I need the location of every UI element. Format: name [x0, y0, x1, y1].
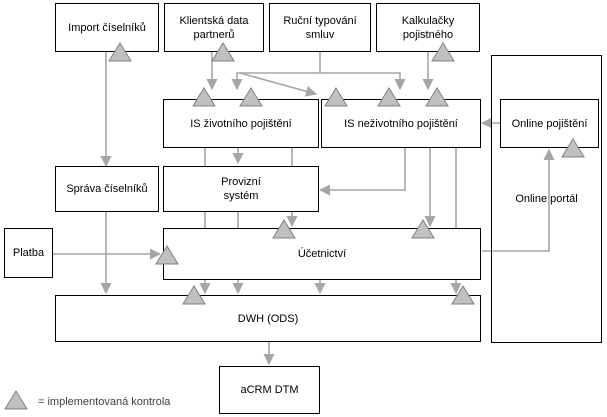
- box-import-ciselniku: Import číselníků: [55, 3, 159, 52]
- box-sprava-ciselniku: Správa číselníků: [55, 166, 159, 212]
- label-online-pojisteni: Online pojištění: [511, 117, 588, 130]
- box-acrm: aCRM DTM: [219, 366, 320, 414]
- label-dwh: DWH (ODS): [237, 312, 299, 325]
- label-online-portal: Online portál: [515, 193, 578, 205]
- arrow-is-nezivotniho-to-provizni: [318, 147, 406, 196]
- arrow-klientska-to-is-nezivotniho: [239, 72, 318, 97]
- label-is-nezivotniho: IS neživotního pojištění: [344, 117, 458, 130]
- control-triangle-icon: [425, 87, 449, 107]
- label-import-ciselniku: Import číselníků: [68, 21, 146, 34]
- label-acrm: aCRM DTM: [240, 384, 299, 396]
- control-triangle-icon: [431, 42, 455, 62]
- legend-label: = implementovaná kontrola: [38, 396, 171, 408]
- legend-triangle-icon: [4, 390, 28, 410]
- control-triangle-icon: [239, 87, 263, 107]
- arrow-ucetnictvi-to-online: [482, 148, 555, 252]
- control-triangle-icon: [451, 285, 475, 305]
- control-triangle-icon: [182, 285, 206, 305]
- arrow-rucni-to-is-nezivotniho: [231, 52, 321, 91]
- label-rucni-typovani: Ruční typování smluv: [283, 14, 357, 41]
- arrow-rucni-to-is-nezivotniho-2: [320, 72, 406, 91]
- box-dwh: DWH (ODS): [55, 295, 481, 342]
- control-triangle-icon: [377, 87, 401, 107]
- box-klientska-data: Klientská data partnerů: [164, 3, 264, 52]
- label-ucetnictvi: Účetnictví: [297, 248, 347, 260]
- box-is-zivotniho: IS životního pojištění: [163, 99, 319, 148]
- label-kalkulacky: Kalkulačky pojistného: [401, 14, 455, 41]
- control-triangle-icon: [324, 87, 348, 107]
- box-rucni-typovani: Ruční typování smluv: [269, 3, 371, 52]
- label-klientska-data: Klientská data partnerů: [179, 14, 249, 41]
- box-online-pojisteni: Online pojištění: [500, 99, 599, 148]
- box-is-nezivotniho: IS neživotního pojištění: [321, 99, 481, 148]
- label-provizni-system: Provizní systém: [221, 176, 261, 202]
- box-online-portal: Online portál: [491, 55, 602, 343]
- box-kalkulacky: Kalkulačky pojistného: [376, 3, 480, 52]
- control-triangle-icon: [411, 219, 435, 239]
- label-sprava-ciselniku: Správa číselníků: [66, 183, 148, 195]
- control-triangle-icon: [155, 245, 179, 265]
- label-platba: Platba: [12, 247, 45, 259]
- control-triangle-icon: [192, 87, 216, 107]
- control-triangle-icon: [211, 42, 235, 62]
- box-platba: Platba: [4, 228, 53, 278]
- control-triangle-icon: [272, 219, 296, 239]
- label-is-zivotniho: IS životního pojištění: [190, 117, 292, 130]
- control-triangle-icon: [108, 42, 132, 62]
- control-triangle-icon: [561, 138, 585, 158]
- box-provizni-system: Provizní systém: [163, 166, 319, 212]
